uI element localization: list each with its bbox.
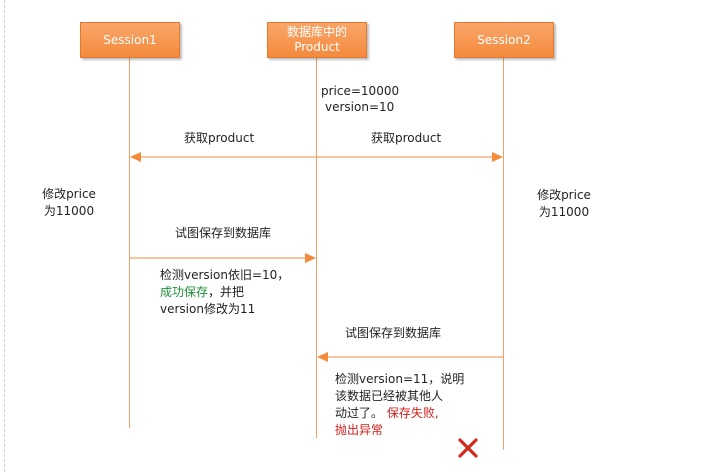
save-label-session1: 试图保存到数据库	[175, 226, 272, 240]
initial-price: price=10000	[321, 84, 400, 98]
fetch-label-right: 获取product	[371, 131, 442, 145]
check2-line3-start: 动过了。	[335, 406, 384, 420]
db-label-line2: Product	[294, 40, 340, 54]
session2-modify-note: 修改price 为11000	[529, 187, 599, 221]
arrowhead-right	[492, 152, 503, 162]
check2-line2: 该数据已经被其他人	[335, 389, 444, 403]
check2-line4: 抛出异常	[335, 423, 384, 437]
check1-line3: version修改为11	[160, 302, 256, 316]
db-label-line1: 数据库中的	[286, 25, 347, 39]
check2-fail: 保存失败,	[386, 406, 439, 420]
check2-line1: 检测version=11，说明	[335, 372, 465, 386]
db-lifeline	[316, 58, 317, 438]
fetch-label-left: 获取product	[184, 131, 255, 145]
session1-box: Session1	[80, 22, 180, 58]
arrowhead-left	[130, 152, 141, 162]
arrowhead-save1	[305, 253, 316, 263]
check2-line3: 动过了。 保存失败,	[335, 405, 464, 422]
session1-modify-line2: 为11000	[43, 204, 95, 218]
session1-modify-line1: 修改price	[42, 187, 96, 201]
session2-lifeline	[503, 58, 504, 450]
save-label-session2: 试图保存到数据库	[345, 326, 442, 340]
red-x-icon	[458, 438, 478, 458]
initial-version: version=10	[325, 100, 395, 114]
check1-line2: 成功保存，并把	[160, 284, 289, 301]
session2-label: Session2	[477, 32, 531, 47]
check1-success: 成功保存	[160, 285, 209, 299]
check1-note: 检测version依旧=10， 成功保存，并把 version修改为11	[160, 267, 289, 318]
session1-modify-note: 修改price 为11000	[34, 186, 104, 220]
session2-modify-line1: 修改price	[537, 188, 591, 202]
arrowhead-save2	[317, 352, 328, 362]
db-product-box: 数据库中的 Product	[267, 22, 367, 58]
page-left-border	[4, 0, 5, 472]
session1-label: Session1	[103, 32, 157, 47]
session1-lifeline	[129, 58, 130, 428]
check2-note: 检测version=11，说明 该数据已经被其他人 动过了。 保存失败, 抛出异…	[335, 371, 464, 439]
session2-modify-line2: 为11000	[538, 205, 590, 219]
check1-line2-rest: ，并把	[208, 285, 245, 299]
check1-line1: 检测version依旧=10，	[160, 268, 290, 282]
session2-box: Session2	[454, 22, 554, 58]
